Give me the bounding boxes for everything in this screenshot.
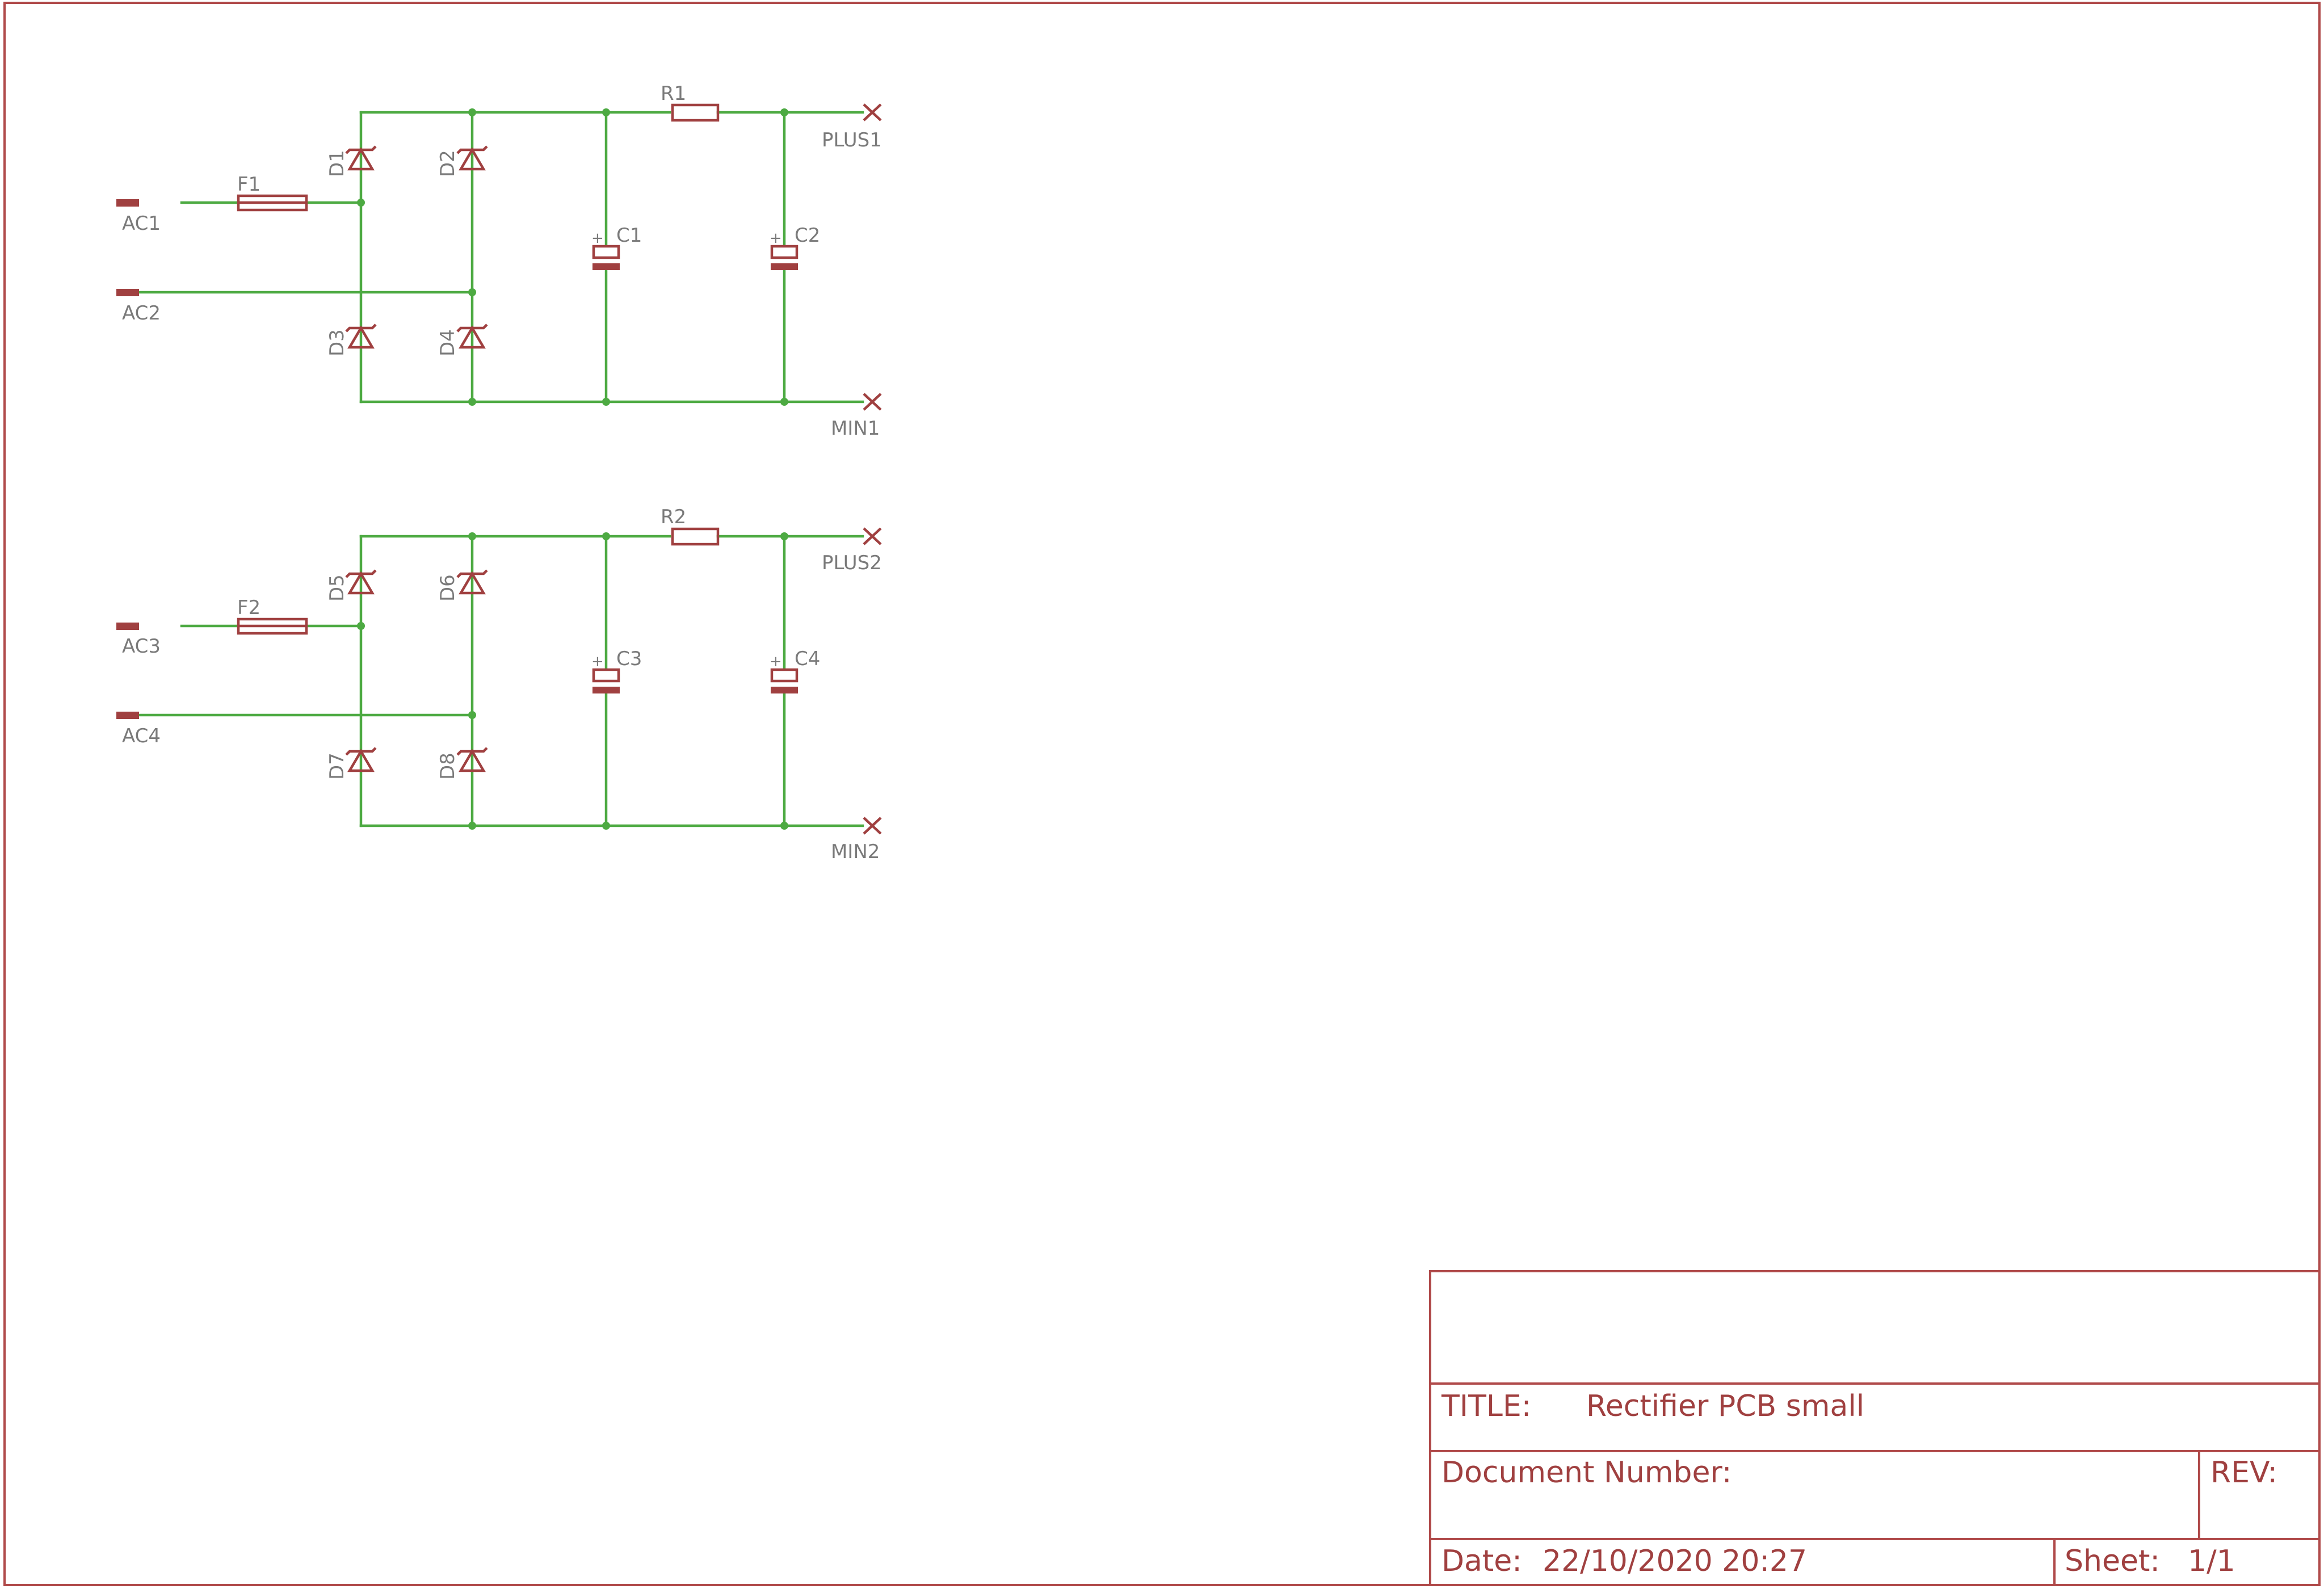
fuse-f1-label: F1 <box>237 173 260 196</box>
wires-stage-2 <box>135 535 864 827</box>
ac-pad-2[interactable] <box>116 289 139 296</box>
min1-label: MIN1 <box>831 417 880 440</box>
terminal-plus1[interactable] <box>863 103 882 121</box>
resistor-r2[interactable] <box>671 527 720 546</box>
ac-pad-3[interactable] <box>116 623 139 630</box>
diode-d4[interactable] <box>456 323 488 349</box>
diode-d1-label: D1 <box>326 150 348 177</box>
diode-d4-label: D4 <box>436 329 459 356</box>
ac2-label: AC2 <box>122 302 161 325</box>
diode-d8[interactable] <box>456 747 488 772</box>
sheet-label: Sheet: <box>2065 1544 2160 1578</box>
junctions-stage-2 <box>357 532 788 830</box>
sheet-value: 1/1 <box>2188 1544 2235 1578</box>
resistor-r2-label: R2 <box>661 506 686 528</box>
min2-label: MIN2 <box>831 840 880 863</box>
diode-d3-label: D3 <box>326 329 348 356</box>
capacitor-c3[interactable] <box>592 668 620 693</box>
capacitor-c3-label: C3 <box>616 648 642 670</box>
diode-d3[interactable] <box>345 323 377 349</box>
diode-d5[interactable] <box>345 569 377 595</box>
diode-d2-label: D2 <box>436 150 459 177</box>
diode-d6-label: D6 <box>436 574 459 602</box>
ac3-label: AC3 <box>122 635 161 658</box>
plus1-label: PLUS1 <box>822 129 882 152</box>
title-value: Rectifier PCB small <box>1586 1389 1864 1423</box>
terminal-min1[interactable] <box>863 393 882 411</box>
date-label: Date: <box>1442 1544 1522 1578</box>
capacitor-c4[interactable] <box>770 668 799 693</box>
terminal-min2[interactable] <box>863 817 882 835</box>
resistor-r1[interactable] <box>671 103 720 122</box>
capacitor-c1[interactable] <box>592 245 620 270</box>
diode-d7[interactable] <box>345 747 377 772</box>
ac-pad-1[interactable] <box>116 199 139 207</box>
plus2-label: PLUS2 <box>822 552 882 574</box>
capacitor-c2-label: C2 <box>795 224 820 247</box>
capacitor-c2-polarity: + <box>770 230 782 247</box>
junctions-stage-1 <box>357 108 788 406</box>
diode-d1[interactable] <box>345 145 377 171</box>
capacitor-c1-label: C1 <box>616 224 642 247</box>
diode-d7-label: D7 <box>326 753 348 780</box>
capacitor-c2[interactable] <box>770 245 799 270</box>
diode-d2[interactable] <box>456 145 488 171</box>
capacitor-c3-polarity: + <box>591 653 604 670</box>
resistor-r1-label: R1 <box>661 82 686 105</box>
sheet-frame <box>3 2 2321 1586</box>
terminal-plus2[interactable] <box>863 527 882 545</box>
capacitor-c1-polarity: + <box>591 230 604 247</box>
rev-label: REV: <box>2210 1456 2277 1490</box>
title-label: TITLE: <box>1441 1389 1531 1423</box>
fuse-f2-label: F2 <box>237 596 260 619</box>
diode-d5-label: D5 <box>326 574 348 602</box>
date-value: 22/10/2020 20:27 <box>1543 1544 1807 1578</box>
wires-stage-1 <box>135 111 864 403</box>
ac1-label: AC1 <box>122 212 161 235</box>
diode-d6[interactable] <box>456 569 488 595</box>
ac-pad-4[interactable] <box>116 712 139 719</box>
title-block: TITLE: Rectifier PCB small Document Numb… <box>1429 1270 2321 1586</box>
diode-d8-label: D8 <box>436 753 459 780</box>
ac4-label: AC4 <box>122 725 161 747</box>
capacitor-c4-polarity: + <box>770 653 782 670</box>
capacitor-c4-label: C4 <box>795 648 820 670</box>
document-number-label: Document Number: <box>1442 1456 1732 1490</box>
rectifier-stage-1: AC1 AC2 F1 D1 D2 D3 D4 + <box>116 82 882 440</box>
rectifier-stage-2: AC3 AC4 F2 D5 D6 D7 D8 + C3 <box>116 506 882 863</box>
